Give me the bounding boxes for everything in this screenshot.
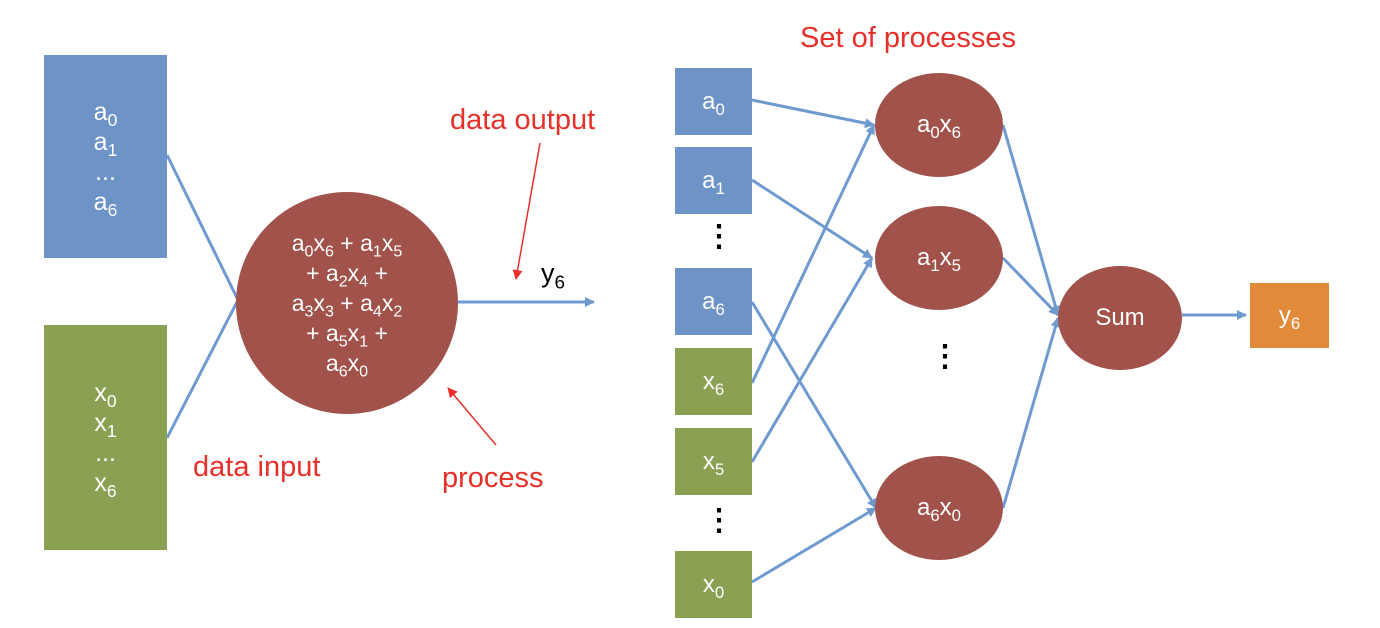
process-circle-a0x6: a0x6 — [875, 73, 1003, 177]
input-box-x0: x0 — [675, 551, 752, 618]
process-formula-line: + a2x4 + — [306, 260, 388, 291]
connector-a6-to-p6 — [750, 301, 878, 509]
data-output-pointer — [512, 142, 541, 280]
input-box-x5: x5 — [675, 428, 752, 495]
x-values-box: x0 x1 ... x6 — [44, 325, 167, 550]
a-coefficient-text: ... — [95, 157, 116, 186]
input-box-a6: a6 — [675, 268, 752, 335]
connector-x5-to-p1 — [750, 257, 874, 463]
process-formula-line: + a5x1 + — [306, 320, 388, 351]
process-formula-line: a0x6 + a1x5 — [291, 230, 403, 261]
x-value-text: x6 — [94, 468, 117, 501]
process-term-text: a0x6 — [916, 111, 962, 142]
process-circle: a0x6 + a1x5 + a2x4 + a3x3 + a4x2 + a5x1 … — [236, 192, 458, 414]
a-coefficient-text: a1 — [93, 127, 118, 160]
input-box-text: a1 — [702, 166, 725, 198]
input-box-text: x0 — [702, 570, 725, 602]
connector-p1-to-sum — [1001, 256, 1060, 317]
process-term-text: a6x0 — [916, 494, 962, 525]
input-box-a1: a1 — [675, 147, 752, 214]
process-label: process — [442, 462, 544, 494]
output-box-text: y6 — [1278, 301, 1301, 333]
process-formula-line: a6x0 — [325, 350, 369, 381]
connector-x-to-process — [165, 299, 240, 439]
x-value-text: ... — [95, 438, 116, 467]
connector-x6-to-p0 — [750, 124, 876, 384]
process-term-text: a1x5 — [916, 244, 962, 275]
a-coefficients-box: a0 a1 ... a6 — [44, 55, 167, 258]
input-box-text: a6 — [702, 287, 725, 319]
x-value-text: x0 — [94, 378, 117, 411]
output-box-y6: y6 — [1250, 283, 1329, 348]
process-pointer — [447, 387, 497, 446]
input-box-a0: a0 — [675, 68, 752, 135]
set-of-processes-title: Set of processes — [800, 22, 1016, 54]
input-box-text: a0 — [702, 87, 725, 119]
connector-a1-to-p1 — [751, 178, 873, 260]
input-box-text: x6 — [702, 367, 725, 399]
a-coefficient-text: a0 — [93, 97, 118, 130]
connector-x0-to-p6 — [751, 506, 877, 584]
data-input-label: data input — [193, 451, 321, 483]
process-formula-line: a3x3 + a4x2 — [291, 290, 403, 321]
connector-p0-to-sum — [1001, 124, 1061, 316]
data-output-label: data output — [450, 104, 596, 136]
input-box-text: x5 — [702, 447, 725, 479]
vertical-ellipsis-processes: ⋮ — [930, 340, 960, 373]
connector-a0-to-p0 — [751, 98, 875, 129]
sum-label: Sum — [1095, 304, 1145, 331]
vertical-ellipsis-x: ⋮ — [704, 504, 734, 537]
input-box-x6: x6 — [675, 348, 752, 415]
connector-a-to-process — [165, 154, 240, 301]
vertical-ellipsis-a: ⋮ — [704, 220, 734, 253]
sum-circle: Sum — [1058, 266, 1182, 370]
output-y6-left: y6 — [541, 258, 566, 294]
a-coefficient-text: a6 — [93, 187, 118, 220]
connector-p6-to-sum — [1001, 317, 1061, 509]
x-value-text: x1 — [94, 408, 117, 441]
process-circle-a1x5: a1x5 — [875, 206, 1003, 310]
process-circle-a6x0: a6x0 — [875, 456, 1003, 560]
